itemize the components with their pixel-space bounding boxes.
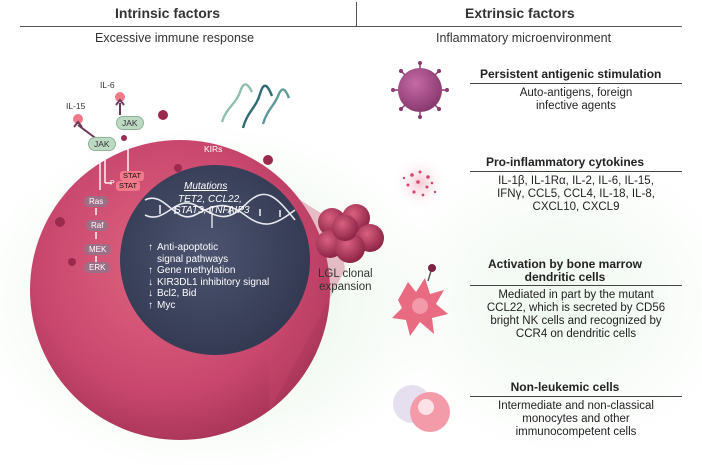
nucleus-effect-text: Bcl2, Bid [157, 288, 197, 299]
cytokines-icon [392, 155, 448, 211]
nucleus-effect-item: ↓ KIR3DL1 inhibitory signal [148, 277, 269, 289]
signal-arrows [95, 130, 129, 262]
raf-badge: Raf [86, 220, 109, 231]
down-arrow-icon: ↓ [148, 288, 153, 299]
factor-1-body: Auto-antigens, foreign infective agents [519, 87, 633, 112]
intrinsic-header: Intrinsic factors [115, 5, 221, 21]
factor-1-title: Persistent antigenic stimulation [480, 67, 662, 81]
factor-4-title: Non-leukemic cells [510, 380, 620, 394]
nucleus-effect-item: ↑ Anti-apoptotic [148, 242, 269, 254]
extrinsic-subtitle: Inflammatory microenvironment [436, 31, 612, 45]
header-divider [356, 2, 357, 26]
factor-3-title: Activation by bone marrow dendritic cell… [487, 257, 643, 284]
header-rule [20, 26, 682, 27]
factor-2-body: IL-1β, IL-1Rα, IL-2, IL-6, IL-15, IFNγ, … [497, 175, 655, 213]
jak-left-badge: JAK [88, 137, 116, 151]
nucleus-effect-text: Gene methylation [157, 265, 236, 276]
il6-label: IL-6 [100, 80, 115, 90]
stat-badge-1: STAT [120, 171, 145, 181]
factor-2-title: Pro-inflammatory cytokines [485, 155, 645, 169]
up-arrow-icon: ↑ [148, 242, 153, 253]
down-arrow-icon: ↓ [148, 276, 153, 288]
il6-receptor [115, 92, 125, 115]
nucleus-effect-text: signal pathways [157, 253, 229, 265]
erk-badge: ERK [84, 262, 111, 273]
factor-4-rule [470, 396, 682, 397]
mutations-genes-2: STAT3, TNFAIP3 [174, 205, 250, 216]
mutations-title: Mutations [184, 181, 228, 192]
factor-1-rule [470, 83, 682, 84]
jak-top-badge: JAK [116, 116, 144, 130]
ras-badge: Ras [84, 196, 109, 207]
up-arrow-icon: ↑ [148, 265, 153, 276]
nucleus-effect-text: KIR3DL1 inhibitory signal [157, 276, 270, 288]
factor-3-rule [470, 285, 682, 286]
mek-badge: MEK [84, 244, 112, 255]
nucleus-effect-item: ↑ Myc [148, 300, 269, 312]
factor-2-rule [470, 171, 682, 172]
factor-4-body: Intermediate and non-classical monocytes… [498, 400, 654, 438]
nucleus-effect-item: signal pathways [148, 254, 269, 266]
stat-badge-2: STAT [116, 181, 141, 191]
activating-kirs [220, 83, 291, 129]
activating-kirs-label: ↑ Activating KIRs [204, 134, 248, 154]
factor-3-body: Mediated in part by the mutant CCL22, wh… [486, 289, 666, 340]
extrinsic-header: Extrinsic factors [465, 5, 575, 21]
lgl-clonal-expansion-label: LGL clonal expansion [318, 268, 373, 293]
il15-label: IL-15 [66, 101, 86, 111]
mutations-genes-1: TET2, CCL22, [178, 194, 242, 205]
intrinsic-subtitle: Excessive immune response [95, 31, 255, 45]
nucleus-effect-text: Anti-apoptotic [157, 242, 219, 253]
phospho-label: P [110, 180, 115, 187]
dendritic-cell-icon [392, 264, 448, 336]
nucleus-effect-text: Myc [157, 299, 176, 311]
nucleus-effect-item: ↑ Gene methylation [148, 265, 269, 277]
non-leukemic-cells-icon [393, 385, 450, 432]
virus-icon [391, 61, 449, 119]
lgl-clonal-cluster [316, 204, 384, 263]
up-arrow-icon: ↑ [148, 299, 153, 311]
nucleus-effect-item: ↓ Bcl2, Bid [148, 288, 269, 300]
dna-helix [144, 193, 296, 225]
